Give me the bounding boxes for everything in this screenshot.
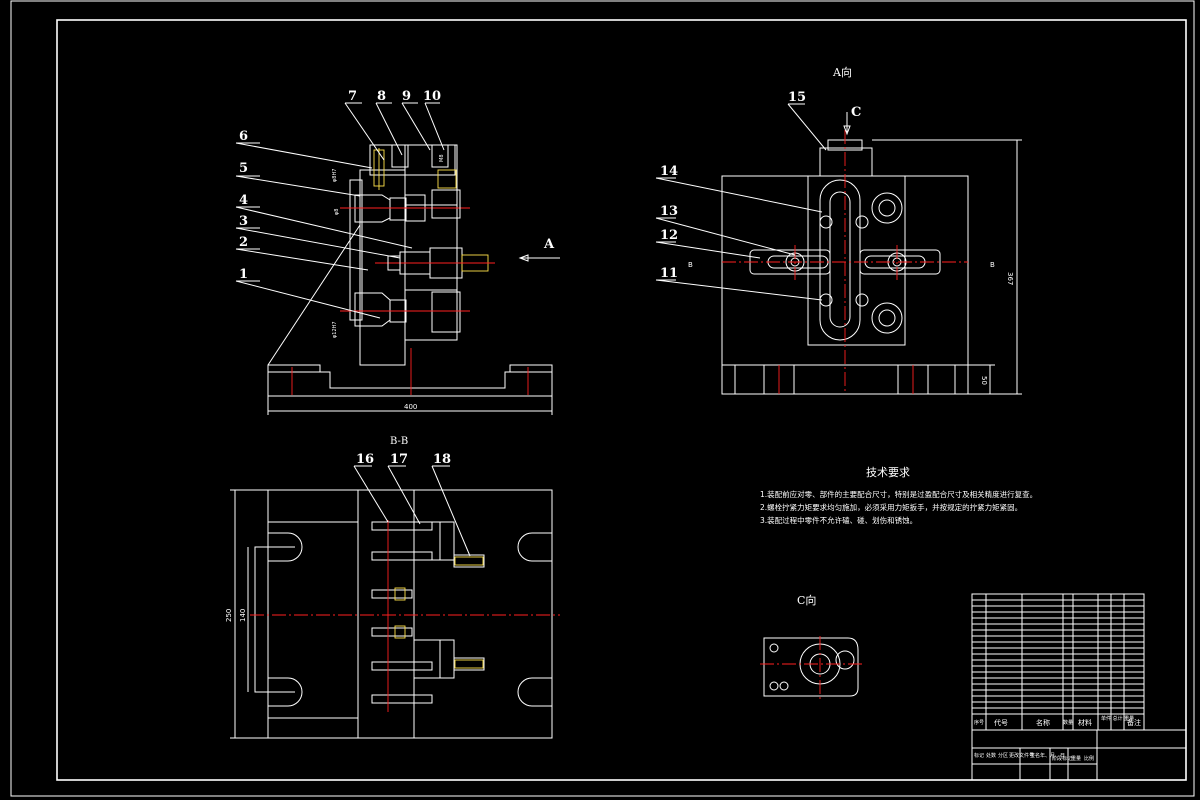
inner-frame bbox=[56, 19, 1187, 781]
title-header: 备注 bbox=[1127, 718, 1141, 727]
title-footer: 签名 bbox=[1030, 752, 1040, 759]
part-number-label: 6 bbox=[239, 129, 248, 144]
title-header: 名称 bbox=[1036, 718, 1050, 727]
part-number-label: 2 bbox=[239, 235, 248, 250]
title-header: 序号 bbox=[974, 719, 984, 726]
dim-section-inner: 140 bbox=[239, 609, 247, 622]
title-block: 序号 代号 名称 数量 材料 单件 总计 重量 备注 标记 处数 分区 更改文件… bbox=[971, 593, 1187, 781]
tech-requirement-item: 2.螺栓拧紧力矩要求均匀施加，必须采用力矩扳手，并按规定的拧紧力矩紧固。 bbox=[760, 502, 1022, 512]
part-number-label: 12 bbox=[660, 228, 678, 243]
section-mark-right: B bbox=[990, 261, 995, 269]
view-c-label: C向 bbox=[797, 593, 816, 607]
title-footer: 分区 bbox=[998, 752, 1008, 759]
part-number-label: 4 bbox=[239, 193, 248, 208]
view-c: C向 bbox=[760, 593, 862, 700]
part-number-label: 11 bbox=[660, 266, 678, 281]
part-number-label: 8 bbox=[377, 89, 386, 104]
part-number-label: 5 bbox=[239, 161, 248, 176]
part-number-label: 16 bbox=[356, 452, 374, 467]
part-number-label: 17 bbox=[390, 452, 408, 467]
view-a-label: A向 bbox=[832, 65, 852, 79]
title-footer: 年、月、日 bbox=[1040, 752, 1065, 759]
arrow-c-label: C bbox=[851, 105, 861, 120]
title-stage: 比例 bbox=[1084, 755, 1094, 762]
part-number-label: 13 bbox=[660, 204, 678, 219]
section-b-b: B-B bbox=[225, 436, 560, 739]
svg-text:φ8H7: φ8H7 bbox=[332, 169, 338, 182]
dim-front-width: 400 bbox=[404, 403, 417, 411]
svg-text:M8: M8 bbox=[439, 155, 445, 163]
title-header: 单件 总计 重量 bbox=[1101, 715, 1134, 722]
arrow-a-label: A bbox=[543, 237, 555, 252]
dim-a-height: 367 bbox=[1006, 272, 1014, 285]
title-header: 材料 bbox=[1078, 718, 1092, 727]
part-number-label: 1 bbox=[239, 267, 248, 282]
title-footer: 更改文件号 bbox=[1009, 752, 1034, 759]
svg-text:φ8: φ8 bbox=[334, 209, 340, 215]
section-label: B-B bbox=[390, 436, 408, 447]
section-mark-left: B bbox=[688, 261, 693, 269]
dim-section-outer: 250 bbox=[225, 609, 233, 622]
title-stage: 重量 bbox=[1071, 755, 1081, 762]
title-stage: 阶段标记 bbox=[1052, 755, 1072, 762]
dim-a-base: 50 bbox=[980, 376, 988, 385]
outer-frame bbox=[10, 0, 1195, 797]
part-number-label: 9 bbox=[402, 89, 411, 104]
part-number-label: 15 bbox=[788, 90, 806, 105]
tech-requirements: 技术要求 1.装配前应对零、部件的主要配合尺寸，特别是过盈配合尺寸及相关精度进行… bbox=[760, 466, 1037, 525]
svg-text:φ12H7: φ12H7 bbox=[332, 321, 338, 338]
title-footer: 标记 bbox=[974, 752, 984, 759]
tech-requirements-title: 技术要求 bbox=[866, 466, 910, 479]
title-header: 数量 bbox=[1063, 719, 1073, 726]
part-number-label: 3 bbox=[239, 214, 248, 229]
part-number-label: 7 bbox=[348, 89, 357, 104]
part-number-label: 18 bbox=[433, 452, 451, 467]
front-view: φ8H7 φ8 φ12H7 M8 400 A bbox=[235, 89, 560, 415]
part-number-label: 10 bbox=[423, 89, 441, 104]
title-header: 代号 bbox=[994, 718, 1008, 727]
tech-requirement-item: 3.装配过程中零件不允许磕、碰、划伤和锈蚀。 bbox=[760, 515, 917, 525]
title-footer: 处数 bbox=[986, 752, 996, 759]
part-number-label: 14 bbox=[660, 164, 678, 179]
tech-requirement-item: 1.装配前应对零、部件的主要配合尺寸，特别是过盈配合尺寸及相关精度进行复查。 bbox=[760, 489, 1037, 499]
view-a: A向 bbox=[655, 65, 1022, 395]
